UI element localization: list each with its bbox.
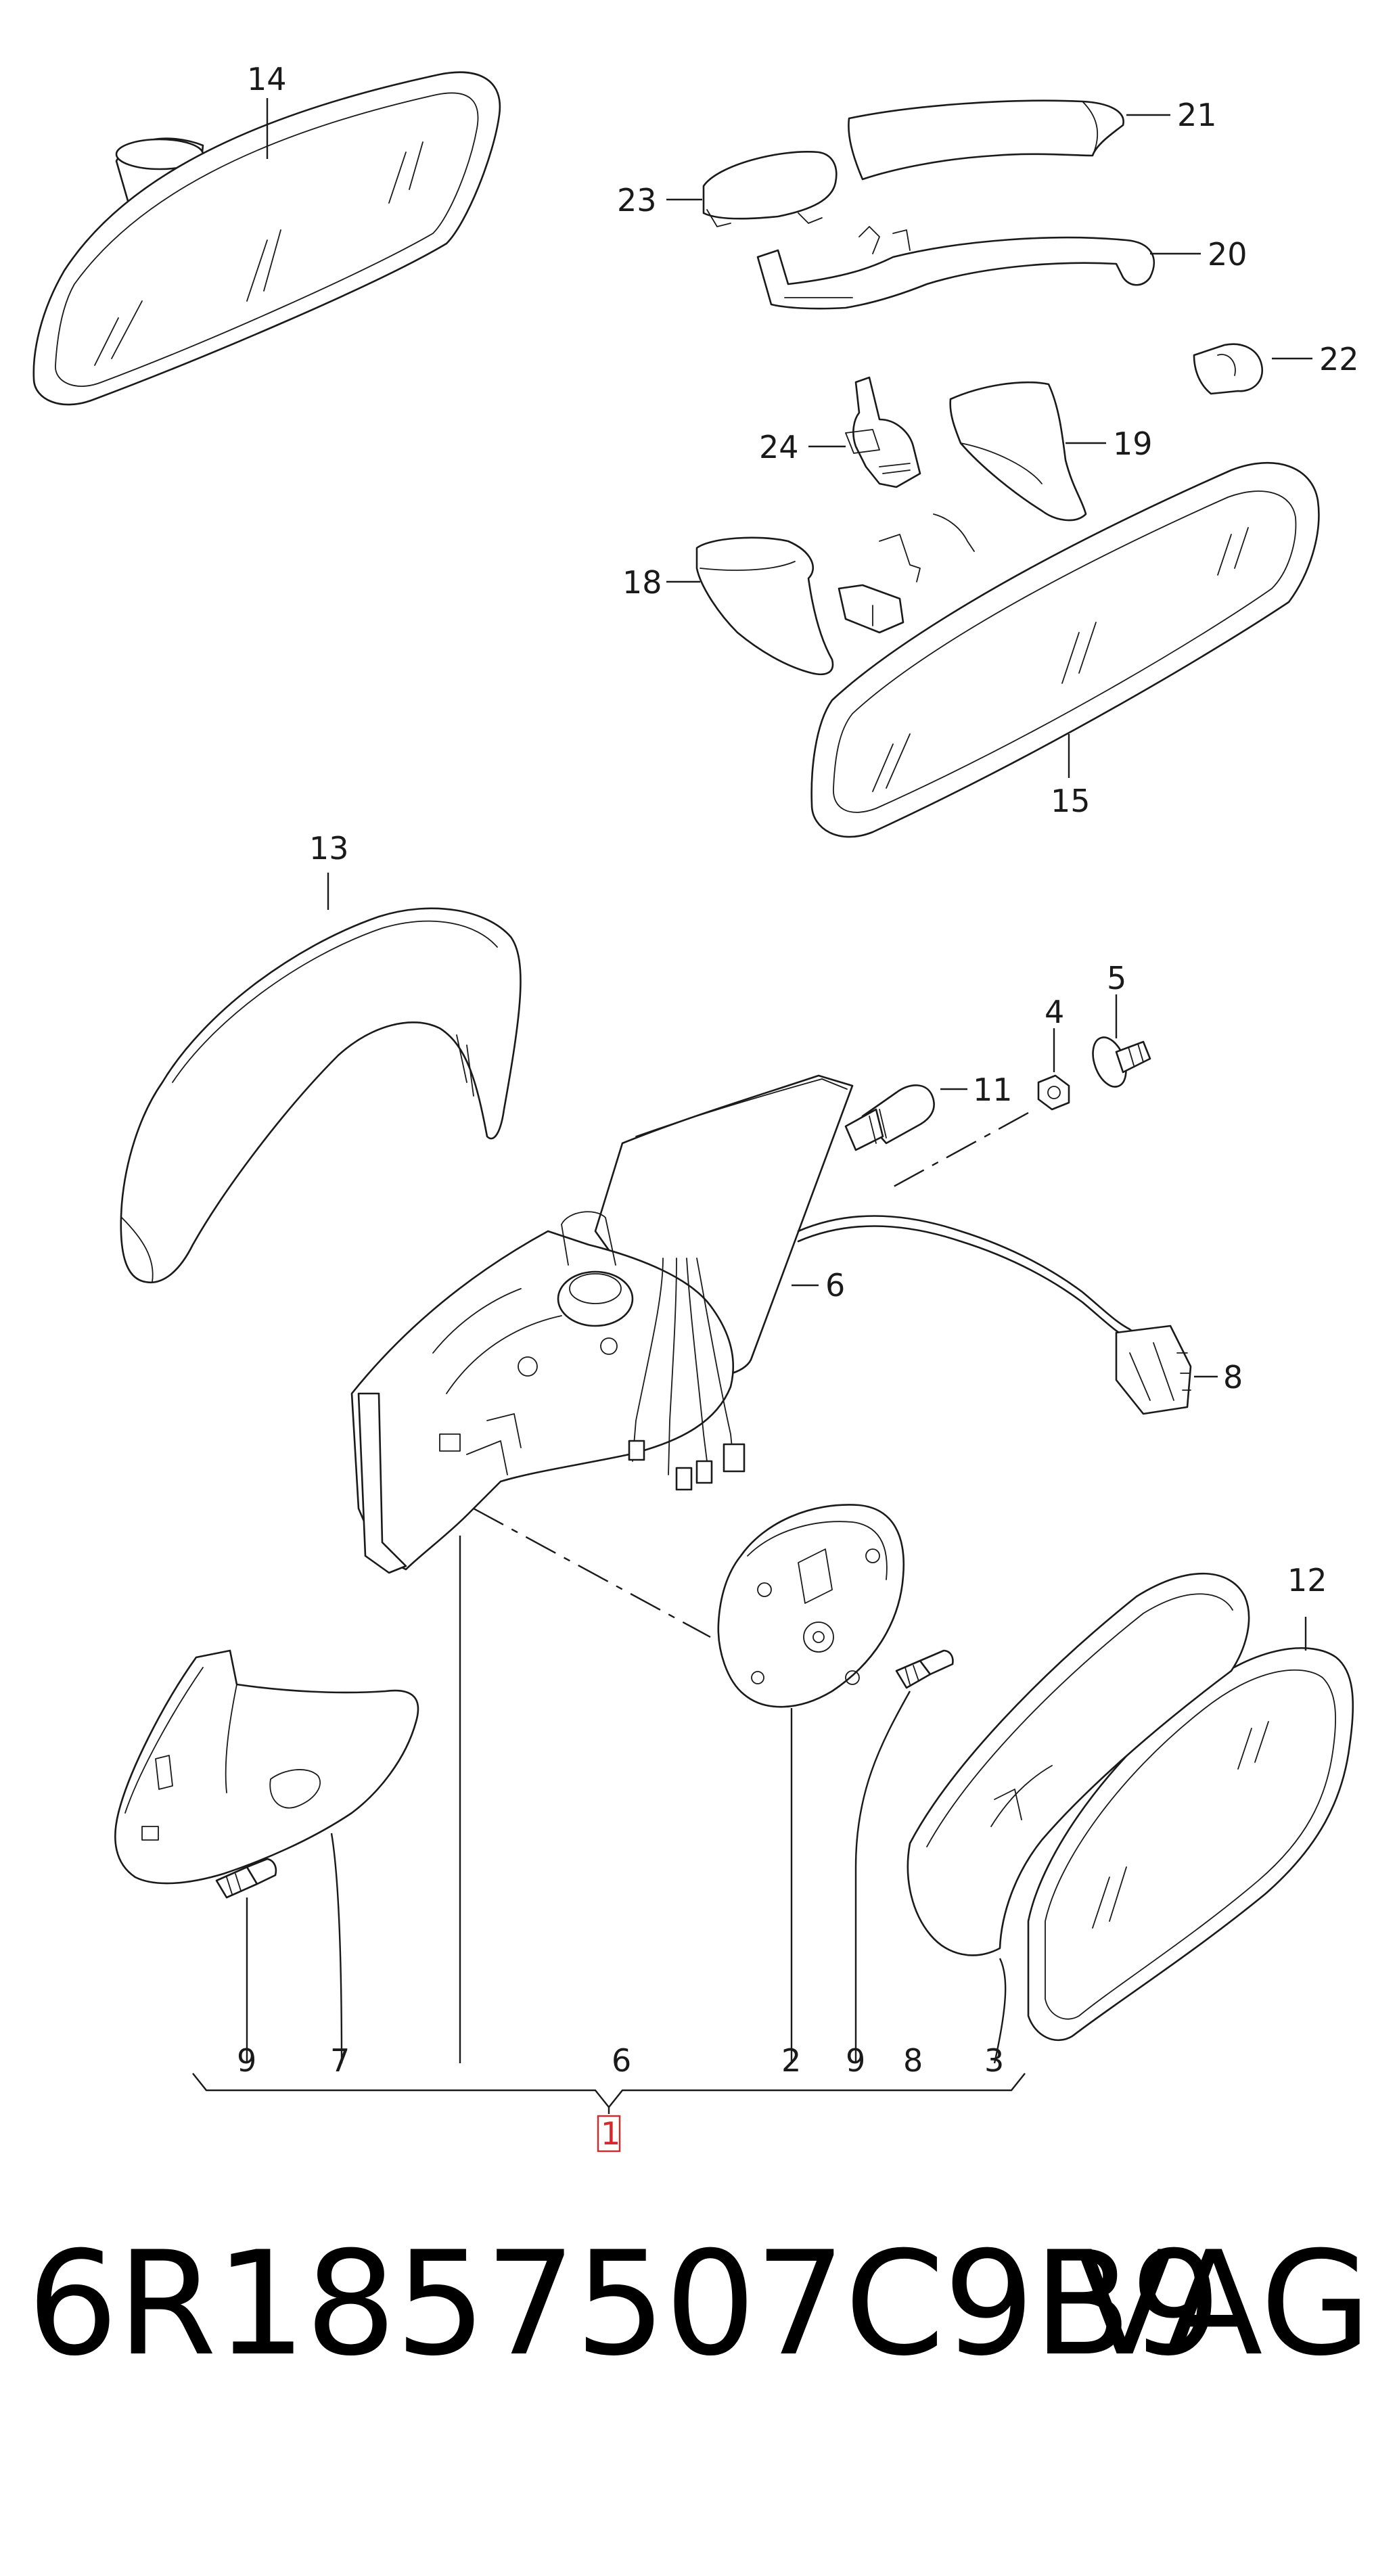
callout-6-lower: 6 xyxy=(612,2042,631,2079)
callout-4: 4 xyxy=(1045,994,1064,1030)
assembly-line-lower xyxy=(473,1507,711,1638)
mirror-housing-3 xyxy=(907,1572,1250,2064)
callout-11: 11 xyxy=(973,1072,1013,1108)
callout-15: 15 xyxy=(1051,783,1091,819)
cover-half-19 xyxy=(949,381,1106,522)
insert-23 xyxy=(666,151,838,227)
callout-2: 2 xyxy=(781,2042,801,2079)
callout-14: 14 xyxy=(247,61,287,97)
callout-24: 24 xyxy=(759,429,799,465)
brand-name: VAG xyxy=(1076,2220,1372,2387)
callout-20: 20 xyxy=(1208,236,1247,273)
part-number: 6R1857507C9B9 xyxy=(27,2220,1222,2387)
bracket-24 xyxy=(808,376,921,488)
callout-6-upper: 6 xyxy=(825,1267,845,1304)
callout-9-left: 9 xyxy=(237,2042,256,2079)
callout-22: 22 xyxy=(1319,341,1359,377)
callout-13: 13 xyxy=(309,830,349,867)
callout-23: 23 xyxy=(617,182,657,218)
mirror-base-6 xyxy=(350,1074,1218,1574)
cover-21 xyxy=(848,99,1170,181)
interior-mirror-15 xyxy=(810,461,1320,838)
assembly-bracket xyxy=(192,2073,1026,2109)
callout-1-assembly: 1 xyxy=(601,2115,620,2152)
callout-18: 18 xyxy=(622,564,662,601)
lower-cover-7 xyxy=(114,1649,419,2064)
callout-8-upper: 8 xyxy=(1223,1359,1243,1396)
trim-strip-20 xyxy=(756,226,1201,310)
interior-mirror-14 xyxy=(32,71,501,406)
assembly-marker-box xyxy=(597,2115,621,2153)
screw-9-right xyxy=(854,1649,954,2063)
callout-21: 21 xyxy=(1177,97,1217,133)
callout-19: 19 xyxy=(1113,426,1153,462)
callout-9-right: 9 xyxy=(846,2042,865,2079)
connector-small xyxy=(838,513,975,634)
callout-8-lower: 8 xyxy=(903,2042,923,2079)
cover-half-18 xyxy=(666,536,834,676)
callout-3: 3 xyxy=(984,2042,1004,2079)
screw-9-left xyxy=(215,1858,277,2063)
screw-5 xyxy=(1092,994,1151,1088)
clip-22 xyxy=(1193,343,1312,395)
callout-12: 12 xyxy=(1287,1562,1327,1598)
mirror-cap-13 xyxy=(120,873,522,1284)
bolt-11 xyxy=(844,1084,967,1151)
assembly-line-upper xyxy=(886,1111,1029,1192)
callout-5: 5 xyxy=(1107,960,1126,996)
callout-7: 7 xyxy=(330,2042,350,2079)
adjustment-motor-2 xyxy=(717,1504,905,2063)
nut-4 xyxy=(1037,1028,1070,1111)
